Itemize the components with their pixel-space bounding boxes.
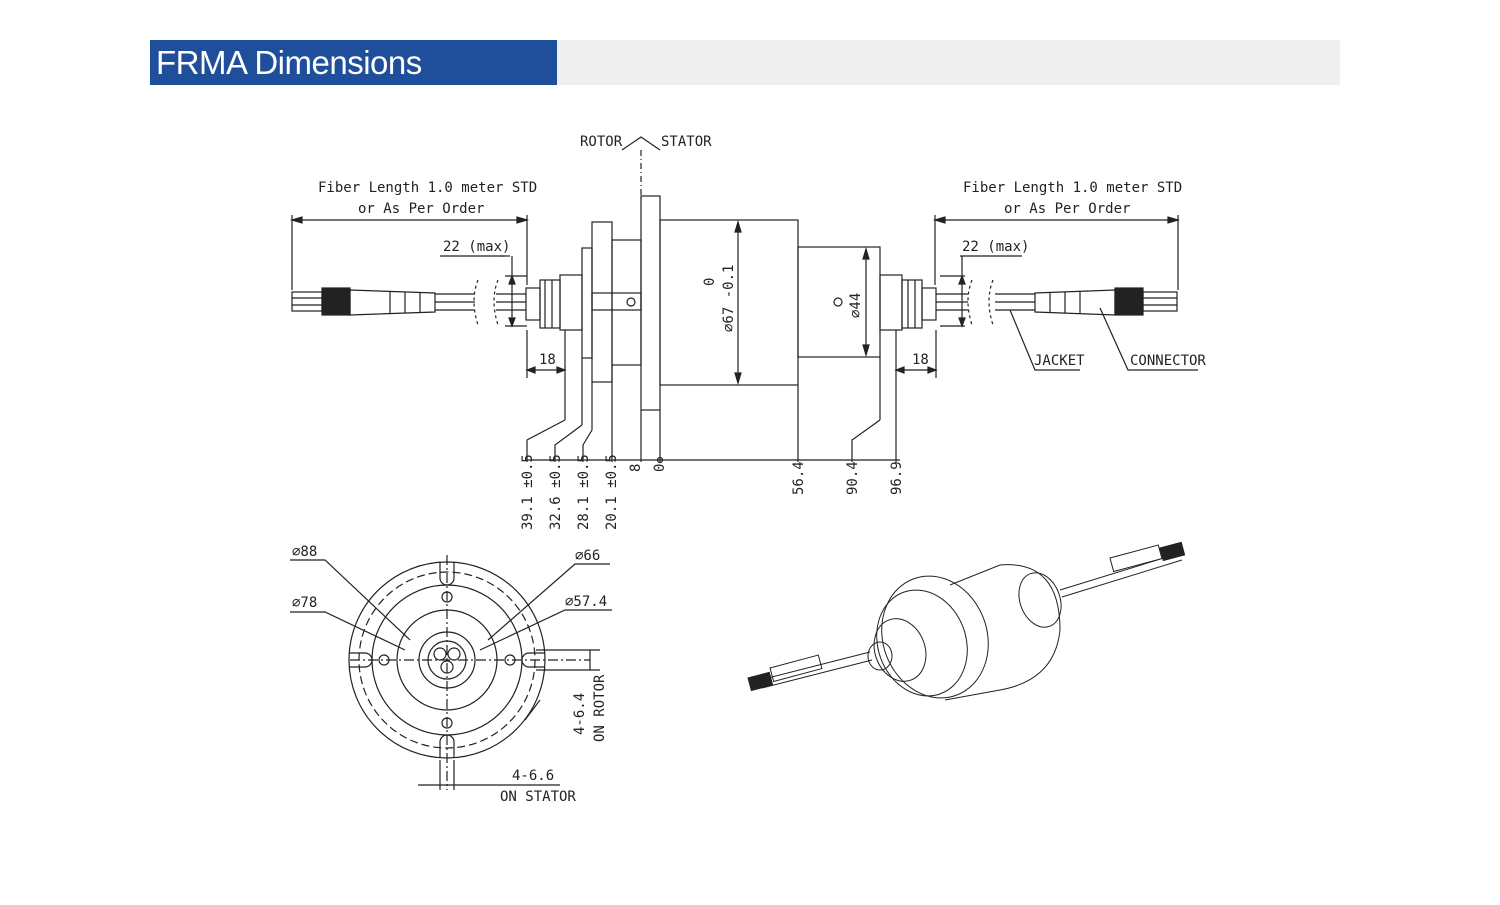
- d57-label: ∅57.4: [565, 594, 607, 610]
- dim-18-left: 18: [539, 352, 556, 368]
- jacket-label: JACKET: [1034, 353, 1085, 369]
- connector-left: [321, 287, 351, 316]
- housing-rear: [797, 246, 881, 358]
- d88-label: ∅88: [292, 544, 317, 560]
- pos-28: 28.1 ±0.5: [576, 454, 592, 530]
- connector-label: CONNECTOR: [1130, 353, 1206, 369]
- body-screw: [833, 297, 843, 307]
- dim-18-right: 18: [912, 352, 929, 368]
- gland-left: [539, 279, 561, 329]
- max-right-label: 22 (max): [962, 239, 1029, 255]
- d78-label: ∅78: [292, 595, 317, 611]
- pos-39: 39.1 ±0.5: [520, 454, 536, 530]
- pos-90: 90.4: [845, 461, 861, 495]
- rotor-screw: [626, 297, 636, 307]
- rotor-holes-label: 4-6.4: [572, 693, 588, 735]
- max-left-label: 22 (max): [443, 239, 510, 255]
- stator-label: STATOR: [661, 134, 712, 150]
- pos-0: 0: [652, 464, 668, 472]
- fiber-right: [936, 279, 1178, 326]
- pos-8: 8: [628, 464, 644, 472]
- fiber-right-line2: or As Per Order: [1004, 201, 1130, 217]
- stator-holes-label: 4-6.6: [512, 768, 554, 784]
- d66-label: ∅66: [575, 548, 600, 564]
- pos-32: 32.6 ±0.5: [548, 454, 564, 530]
- pos-96: 96.9: [889, 461, 905, 495]
- on-rotor-label: ON ROTOR: [592, 674, 608, 742]
- stator-flange: [640, 195, 661, 411]
- gland-right: [901, 279, 923, 329]
- fiber-left-line1: Fiber Length 1.0 meter STD: [318, 180, 537, 196]
- rotor-step: [581, 247, 593, 359]
- split-arrow: [621, 136, 661, 151]
- page-title: FRMA Dimensions: [156, 44, 422, 81]
- gland-left-tip: [525, 287, 541, 321]
- pos-20: 20.1 ±0.5: [604, 454, 620, 530]
- rotor-label: ROTOR: [580, 134, 623, 150]
- dia-67-label: ∅67 -0.1: [721, 265, 737, 332]
- dia-44-label: ∅44: [848, 293, 864, 318]
- gland-right-tip: [921, 287, 937, 321]
- title-bar: FRMA Dimensions: [150, 40, 1340, 85]
- end-view: [290, 555, 612, 790]
- title-box: FRMA Dimensions: [150, 40, 557, 85]
- fiber-left-line2: or As Per Order: [358, 201, 484, 217]
- gland-right-nut: [879, 274, 903, 331]
- pos-56: 56.4: [791, 461, 807, 495]
- gland-left-nut: [559, 274, 583, 331]
- connector-right: [1114, 287, 1144, 316]
- fiber-right-line1: Fiber Length 1.0 meter STD: [963, 180, 1182, 196]
- rotor-key: [591, 292, 642, 311]
- isometric-view: [747, 541, 1186, 701]
- rotor-flange: [591, 221, 613, 383]
- on-stator-label: ON STATOR: [500, 789, 576, 805]
- dia-67-tol: 0: [702, 278, 718, 286]
- fiber-left: [291, 279, 526, 326]
